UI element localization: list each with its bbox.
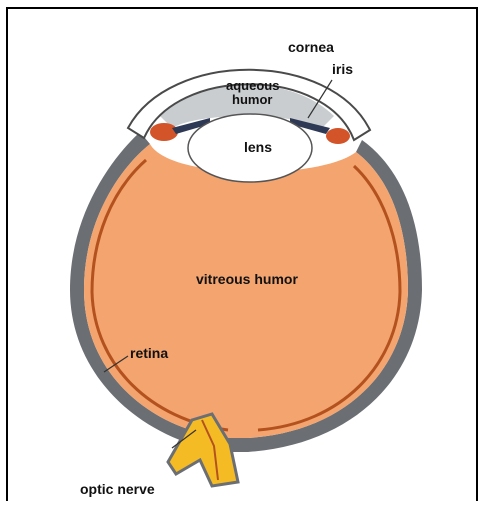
cornea-label: cornea	[288, 39, 334, 55]
aqueous-label-line2: humor	[232, 92, 272, 107]
optic-nerve-label: optic nerve	[80, 481, 155, 497]
vitreous-body	[84, 144, 408, 438]
vitreous-humor-label: vitreous humor	[196, 271, 298, 287]
ciliary-body-right	[326, 128, 350, 144]
ciliary-body-left	[150, 123, 178, 141]
aqueous-label-line1: aqueous	[226, 78, 279, 93]
lens-label: lens	[244, 139, 272, 155]
iris-label: iris	[332, 61, 353, 77]
retina-label: retina	[130, 345, 168, 361]
